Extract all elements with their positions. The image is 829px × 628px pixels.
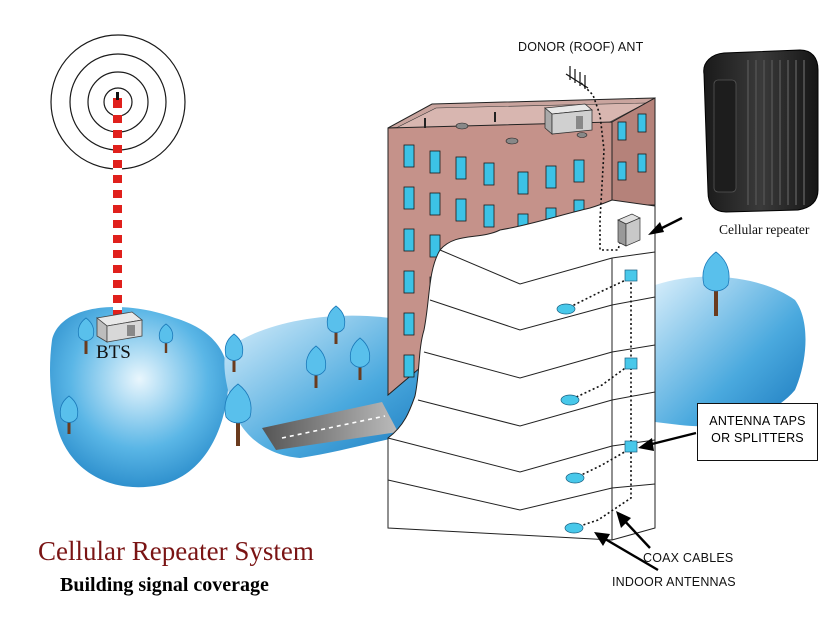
road [262, 402, 398, 450]
bts-shelter-icon [96, 311, 143, 343]
building [387, 82, 656, 541]
right-coverage-area [655, 276, 806, 427]
antenna-taps-line1: ANTENNA TAPS [709, 414, 806, 428]
coax-cables-label: COAX CABLES [643, 551, 734, 565]
diagram-title: Cellular Repeater System [38, 536, 314, 566]
bts-label: BTS [96, 342, 131, 363]
roof-equipment-shelter-icon [544, 103, 593, 135]
antenna-taps-line2: OR SPLITTERS [711, 431, 804, 445]
tree-icons [59, 251, 730, 446]
indoor-repeater-box-icon [617, 213, 641, 247]
pointer-arrows [594, 216, 697, 572]
left-coverage-area [50, 306, 229, 488]
donor-antenna-icon [565, 66, 589, 89]
indoor-antennas-label: INDOOR ANTENNAS [612, 575, 736, 589]
splitter-icons [624, 269, 638, 453]
indoor-antenna-icons [556, 303, 585, 534]
cell-tower-icon [113, 92, 122, 318]
antenna-taps-callout: ANTENNA TAPS OR SPLITTERS [697, 403, 818, 461]
road-lane [281, 415, 386, 439]
cellular-repeater-label: Cellular repeater [719, 222, 810, 237]
diagram-subtitle: Building signal coverage [60, 574, 269, 596]
cellular-repeater-device-icon [703, 49, 819, 213]
donor-antenna-label: DONOR (ROOF) ANT [518, 40, 644, 54]
coax-cables [565, 82, 632, 529]
